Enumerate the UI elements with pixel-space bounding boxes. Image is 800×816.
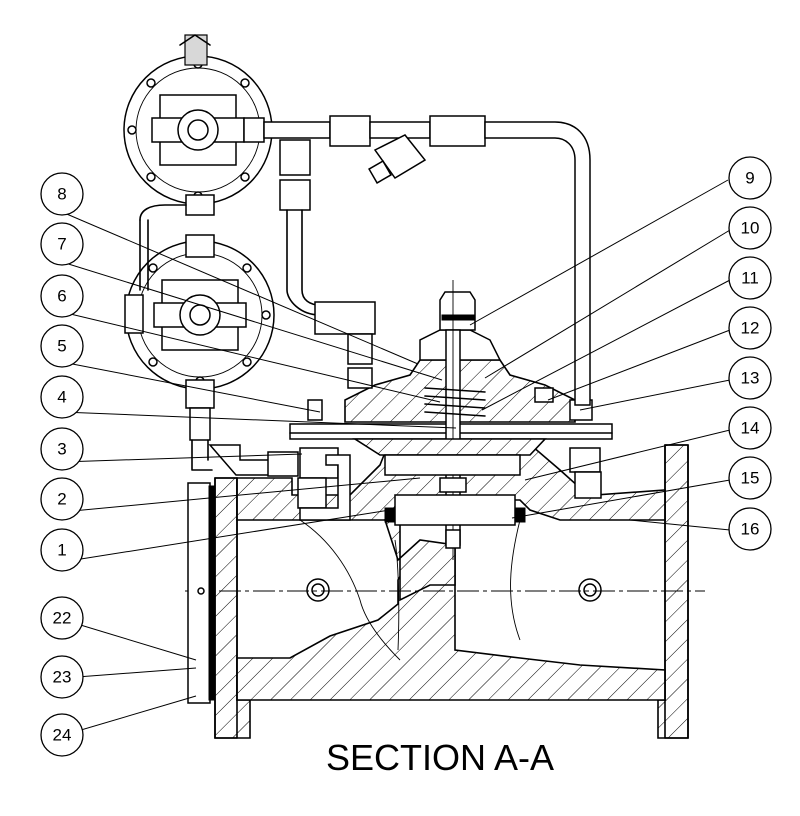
callout-5-label: 5 bbox=[57, 337, 66, 356]
callout-6-label: 6 bbox=[57, 287, 66, 306]
callout-8-label: 8 bbox=[57, 185, 66, 204]
callout-14: 14 bbox=[728, 406, 772, 450]
callout-13: 13 bbox=[728, 356, 772, 400]
callout-7-label: 7 bbox=[57, 235, 66, 254]
callout-16-label: 16 bbox=[741, 520, 760, 539]
callout-15: 15 bbox=[728, 456, 772, 500]
leader-lines bbox=[61, 179, 731, 736]
callout-10-label: 10 bbox=[741, 219, 760, 238]
callout-10: 10 bbox=[728, 206, 772, 250]
callout-23: 23 bbox=[40, 655, 84, 699]
callout-3-label: 3 bbox=[57, 440, 66, 459]
callout-23-label: 23 bbox=[53, 668, 72, 687]
callout-3: 3 bbox=[40, 427, 84, 471]
callout-4: 4 bbox=[40, 375, 84, 419]
callout-24: 24 bbox=[40, 713, 84, 757]
callout-9-label: 9 bbox=[745, 169, 754, 188]
callout-11-label: 11 bbox=[741, 269, 759, 288]
callout-1-label: 1 bbox=[57, 541, 66, 560]
callout-6: 6 bbox=[40, 274, 84, 318]
callout-12: 12 bbox=[728, 306, 772, 350]
callout-2-label: 2 bbox=[57, 490, 66, 509]
callout-13-label: 13 bbox=[741, 369, 760, 388]
callout-15-label: 15 bbox=[741, 469, 760, 488]
callout-14-label: 14 bbox=[741, 419, 760, 438]
callout-16: 16 bbox=[728, 507, 772, 551]
section-title: SECTION A-A bbox=[326, 737, 554, 778]
callout-4-label: 4 bbox=[57, 388, 66, 407]
callout-5: 5 bbox=[40, 324, 84, 368]
callout-8: 8 bbox=[40, 172, 84, 216]
callout-12-label: 12 bbox=[741, 319, 760, 338]
callout-2: 2 bbox=[40, 477, 84, 521]
callout-22-label: 22 bbox=[53, 609, 72, 628]
coupling-assembly bbox=[187, 482, 215, 704]
callout-1: 1 bbox=[40, 528, 84, 572]
callout-11: 11 bbox=[728, 256, 772, 300]
callout-9: 9 bbox=[728, 156, 772, 200]
callout-24-label: 24 bbox=[53, 726, 72, 745]
pilot-piping bbox=[123, 34, 602, 521]
cover-assembly bbox=[289, 280, 613, 560]
callout-22: 22 bbox=[40, 596, 84, 640]
callout-7: 7 bbox=[40, 222, 84, 266]
